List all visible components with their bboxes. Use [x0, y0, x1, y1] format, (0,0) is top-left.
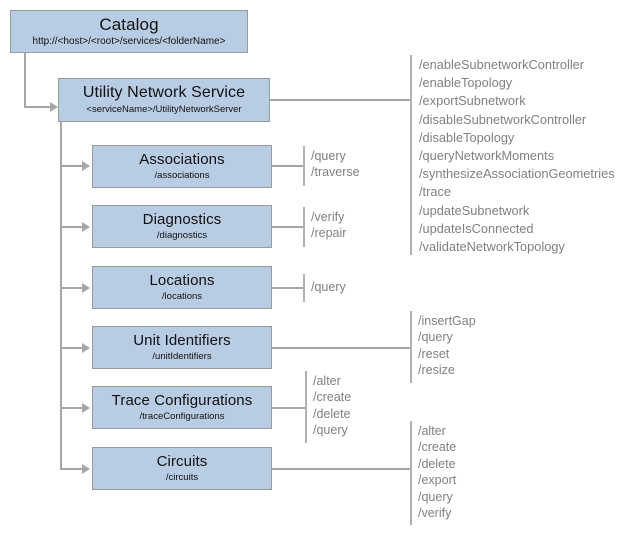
- operation-item[interactable]: /repair: [311, 226, 347, 241]
- arrowhead-trace-configurations: [82, 403, 90, 413]
- node-catalog-title: Catalog: [99, 14, 159, 34]
- operations-bar-trace-configurations: [305, 371, 307, 443]
- connector-catalog-service-vertical: [24, 53, 26, 108]
- operation-item[interactable]: /disableTopology: [419, 129, 515, 145]
- operation-item[interactable]: /traverse: [311, 165, 360, 180]
- operations-bar-circuits: [410, 421, 412, 525]
- operations-list-circuits: /alter /create /delete /export /query /v…: [418, 423, 456, 521]
- operation-item[interactable]: /alter: [418, 424, 446, 438]
- node-locations[interactable]: Locations /locations: [92, 266, 272, 309]
- operation-item[interactable]: /queryNetworkMoments: [419, 148, 555, 164]
- arrowhead-circuits: [82, 464, 90, 474]
- operation-item[interactable]: /validateNetworkTopology: [419, 239, 565, 255]
- operations-list-diagnostics: /verify /repair: [311, 209, 346, 242]
- node-locations-title: Locations: [149, 272, 215, 290]
- node-utility-network-service-path: <serviceName>/UtilityNetworkServer: [86, 103, 242, 115]
- operations-bar-diagnostics: [303, 207, 305, 247]
- node-diagnostics-path: /diagnostics: [156, 229, 208, 241]
- operation-item[interactable]: /query: [418, 489, 453, 504]
- operation-item[interactable]: /query: [418, 330, 453, 345]
- arrowhead-diagnostics: [82, 222, 90, 232]
- arrowhead-locations: [82, 283, 90, 293]
- node-utility-network-service-title: Utility Network Service: [82, 84, 246, 102]
- operation-item[interactable]: /enableTopology: [419, 75, 513, 91]
- operation-item[interactable]: /query: [311, 149, 346, 163]
- operation-item[interactable]: /disableSubnetworkController: [419, 111, 587, 127]
- connector-associations-operations: [272, 165, 304, 167]
- operation-item[interactable]: /reset: [418, 346, 450, 361]
- node-unit-identifiers[interactable]: Unit Identifiers /unitIdentifiers: [92, 326, 272, 369]
- operation-item[interactable]: /synthesizeAssociationGeometries: [419, 166, 615, 182]
- connector-branch-unit-identifiers: [60, 347, 84, 349]
- node-trace-configurations-path: /traceConfigurations: [139, 410, 225, 422]
- operations-list-associations: /query /traverse: [311, 148, 360, 181]
- operations-bar-locations: [303, 274, 305, 302]
- node-associations-title: Associations: [139, 151, 225, 169]
- operation-item[interactable]: /trace: [419, 184, 452, 200]
- node-diagnostics-title: Diagnostics: [142, 211, 222, 229]
- node-unit-identifiers-title: Unit Identifiers: [133, 332, 231, 350]
- operations-bar-associations: [303, 146, 305, 186]
- node-trace-configurations[interactable]: Trace Configurations /traceConfiguration…: [92, 386, 272, 429]
- connector-branch-circuits: [60, 468, 84, 470]
- node-associations[interactable]: Associations /associations: [92, 145, 272, 188]
- operation-item[interactable]: /exportSubnetwork: [419, 93, 526, 109]
- operation-item[interactable]: /export: [418, 473, 457, 488]
- operation-item[interactable]: /verify: [418, 506, 452, 521]
- operations-list-trace-configurations: /alter /create /delete /query: [313, 373, 351, 439]
- operation-item[interactable]: /insertGap: [418, 314, 476, 328]
- operation-item[interactable]: /delete: [313, 406, 351, 421]
- operation-item[interactable]: /verify: [311, 210, 345, 224]
- operation-item[interactable]: /create: [313, 390, 352, 405]
- node-utility-network-service[interactable]: Utility Network Service <serviceName>/Ut…: [58, 78, 270, 122]
- node-circuits-title: Circuits: [156, 453, 208, 471]
- connector-branch-trace-configurations: [60, 407, 84, 409]
- node-locations-path: /locations: [161, 290, 203, 302]
- connector-branch-associations: [60, 165, 84, 167]
- operation-item[interactable]: /enableSubnetworkController: [419, 57, 585, 72]
- operations-bar-unit-identifiers: [410, 311, 412, 383]
- arrowhead-catalog-service: [50, 102, 58, 112]
- operations-bar-service: [410, 55, 412, 255]
- operations-list-unit-identifiers: /insertGap /query /reset /resize: [418, 313, 476, 379]
- node-associations-path: /associations: [154, 169, 210, 181]
- operation-item[interactable]: /delete: [418, 456, 456, 471]
- node-catalog-path: http://<host>/<root>/services/<folderNam…: [32, 35, 226, 47]
- connector-circuits-operations: [272, 468, 411, 470]
- connector-unit-identifiers-operations: [272, 347, 411, 349]
- operation-item[interactable]: /query: [311, 280, 346, 294]
- node-circuits-path: /circuits: [165, 471, 199, 483]
- arrowhead-unit-identifiers: [82, 343, 90, 353]
- node-unit-identifiers-path: /unitIdentifiers: [152, 350, 212, 362]
- connector-branch-locations: [60, 287, 84, 289]
- node-diagnostics[interactable]: Diagnostics /diagnostics: [92, 205, 272, 248]
- connector-locations-operations: [272, 287, 304, 289]
- connector-service-trunk: [60, 122, 62, 470]
- operations-list-locations: /query: [311, 279, 346, 295]
- operation-item[interactable]: /create: [418, 440, 457, 455]
- operation-item[interactable]: /query: [313, 423, 348, 438]
- operation-item[interactable]: /updateIsConnected: [419, 220, 534, 236]
- connector-branch-diagnostics: [60, 226, 84, 228]
- operation-item[interactable]: /alter: [313, 374, 341, 388]
- operations-list-service: /enableSubnetworkController /enableTopol…: [419, 56, 615, 256]
- node-circuits[interactable]: Circuits /circuits: [92, 447, 272, 490]
- connector-catalog-service-horizontal: [24, 106, 52, 108]
- connector-diagnostics-operations: [272, 226, 304, 228]
- node-trace-configurations-title: Trace Configurations: [111, 392, 253, 410]
- operation-item[interactable]: /updateSubnetwork: [419, 202, 530, 218]
- arrowhead-associations: [82, 161, 90, 171]
- connector-service-operations: [270, 99, 411, 101]
- connector-trace-configurations-operations: [272, 407, 306, 409]
- operation-item[interactable]: /resize: [418, 363, 455, 378]
- node-catalog[interactable]: Catalog http://<host>/<root>/services/<f…: [10, 10, 248, 53]
